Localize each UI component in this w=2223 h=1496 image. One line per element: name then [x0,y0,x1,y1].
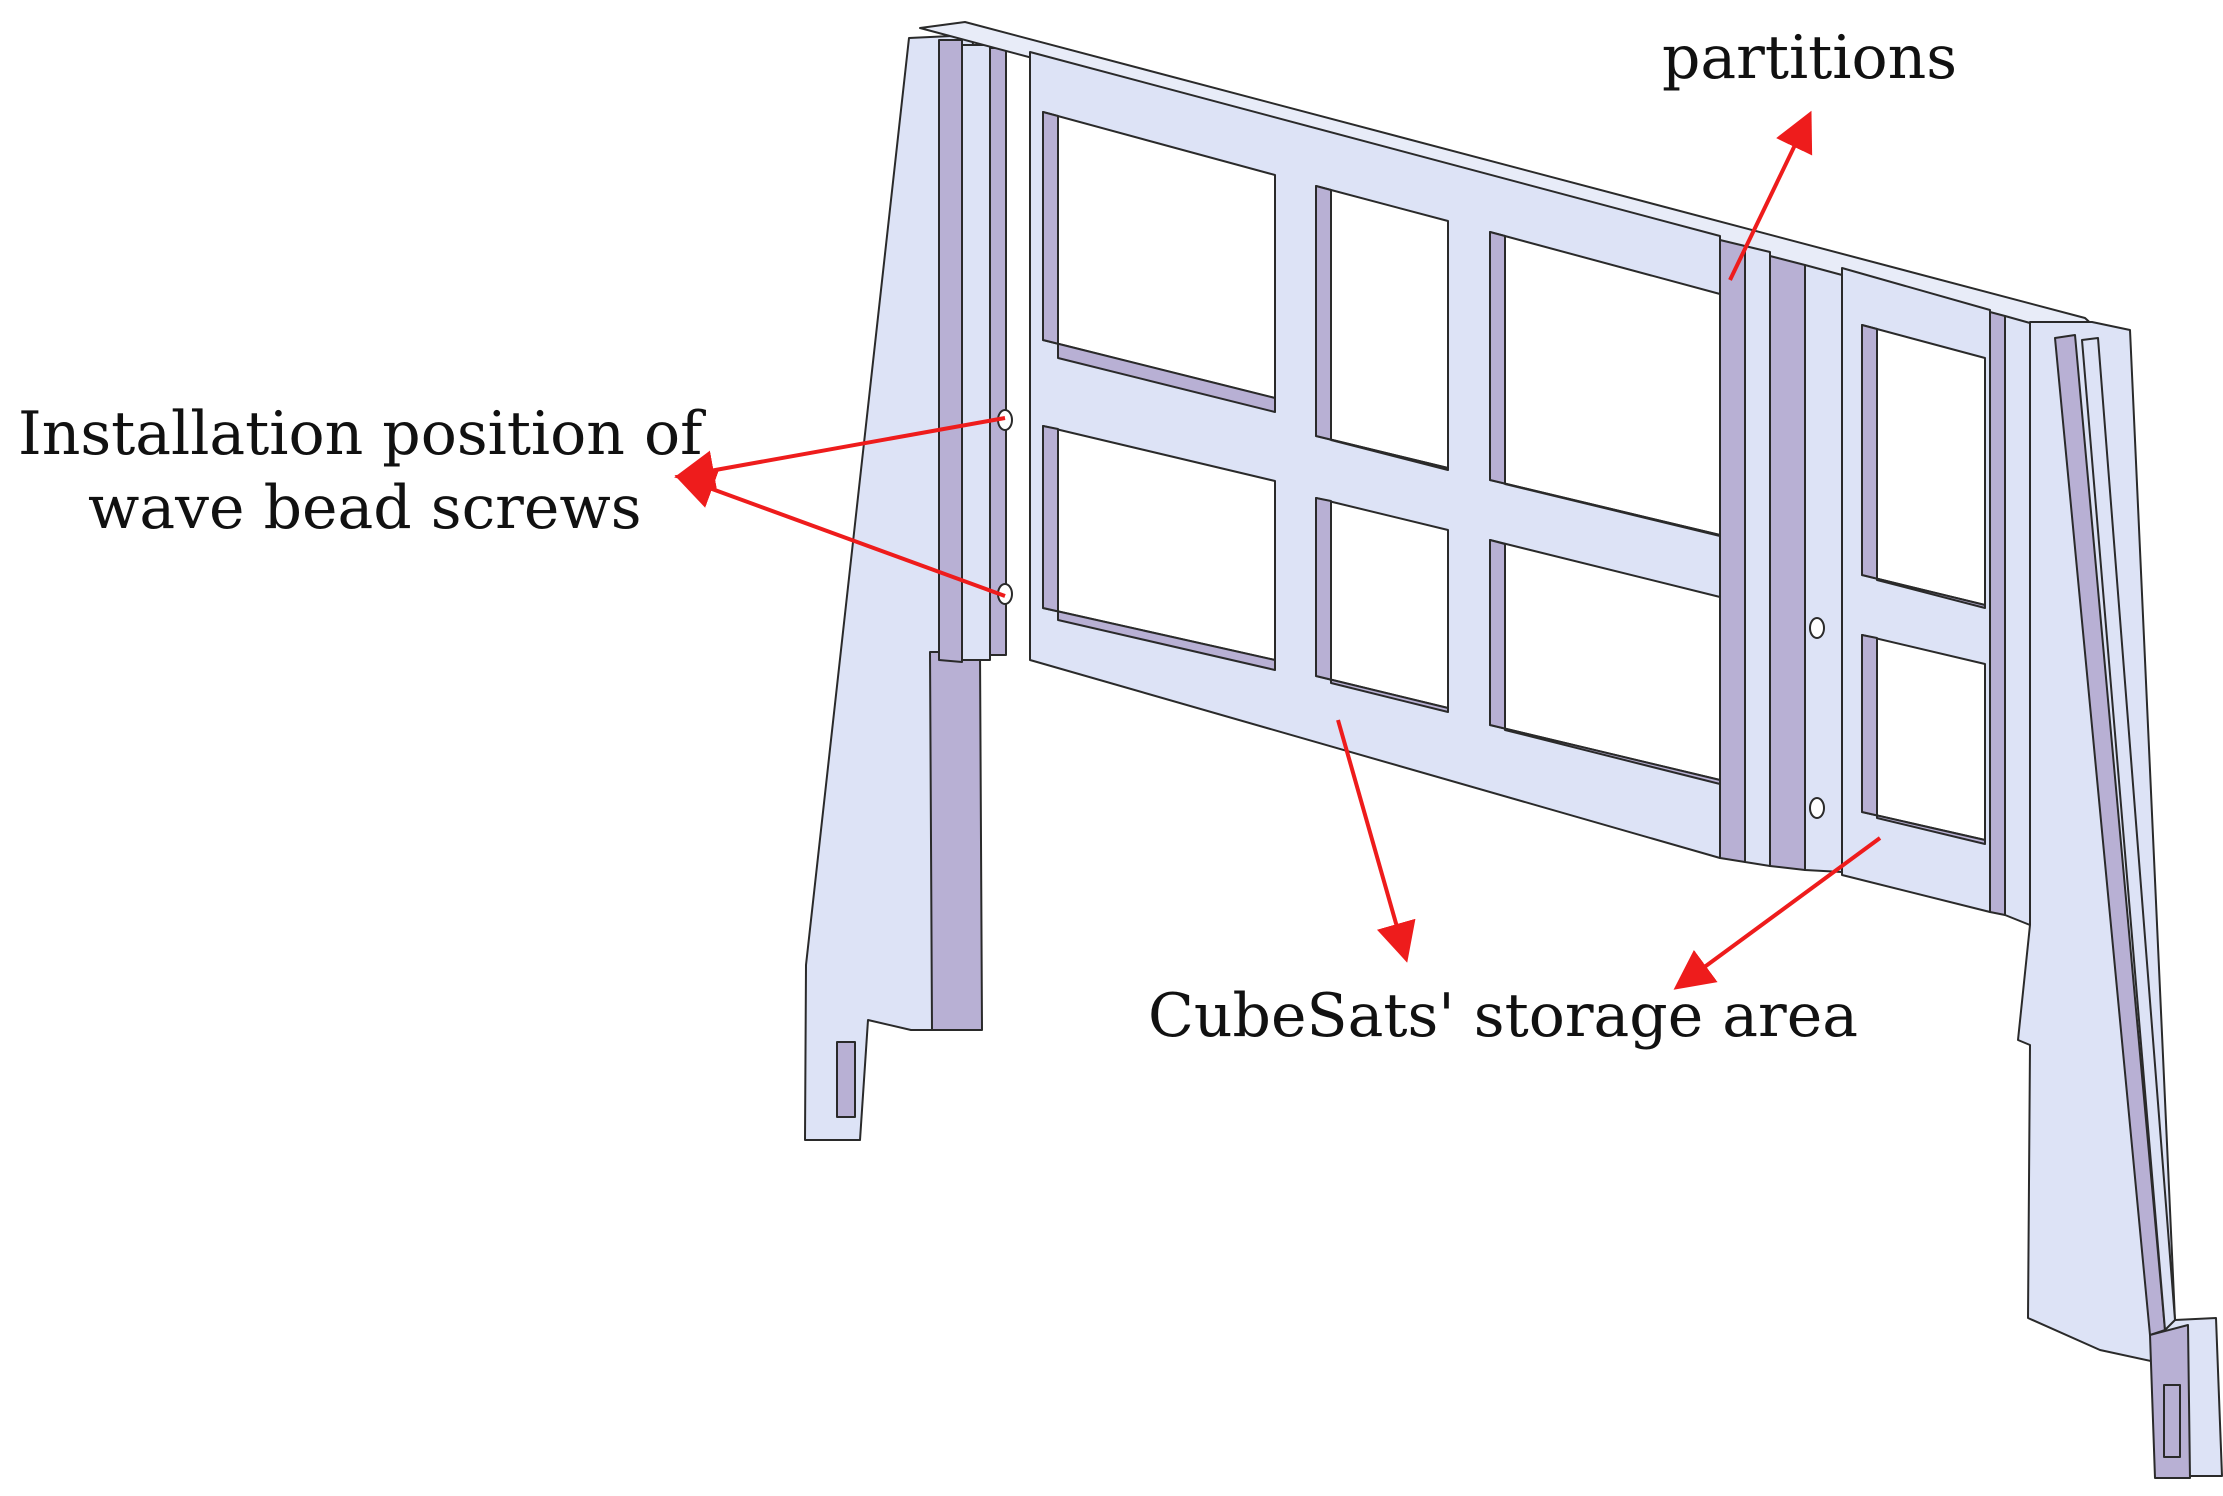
left-rail-2 [989,47,1007,656]
window-upper-2 [1315,185,1449,469]
left-foot-slot [836,1041,856,1118]
partition-rail-3 [1769,255,1806,871]
arrow-storage-left [1336,719,1416,963]
screw-hole-right-upper [1809,617,1825,639]
arrow-screw-lower [674,470,1006,598]
right-foot-slot [2163,1384,2181,1458]
label-installation-line1: Installation position of [18,399,706,469]
right-rail-1 [1989,311,2006,916]
partition-rail-4 [1804,264,1843,873]
label-partitions: partitions [1662,23,1957,93]
left-rail-inner [961,44,991,661]
window-right-lower [1861,634,1986,841]
window-lower-1-depth [1042,425,1276,671]
arrow-partitions [1728,110,1813,281]
screw-hole-right-lower [1809,797,1825,819]
right-rail-2 [2004,315,2031,926]
arrow-screw-upper [674,416,1006,491]
window-lower-2 [1315,497,1449,709]
frame-structure [804,21,2223,1479]
window-upper-1-depth [1042,111,1276,413]
partition-rail-1 [1719,239,1746,863]
label-installation-line2: wave bead screws [88,473,642,543]
window-right-lower-depth [1861,634,1986,845]
left-rail [938,39,963,663]
arrow-storage-right [1673,836,1882,990]
window-lower-2-depth [1315,497,1449,713]
window-right-upper-depth [1861,324,1986,609]
window-upper-2-depth [1315,185,1449,471]
window-right-upper [1861,324,1986,606]
annotation-arrows [674,110,1882,990]
label-storage-area: CubeSats' storage area [1148,981,1858,1051]
left-leg-strip [929,651,983,1031]
right-diagonal-strip-2 [2081,337,2176,1331]
partition-rail-2 [1744,245,1771,867]
